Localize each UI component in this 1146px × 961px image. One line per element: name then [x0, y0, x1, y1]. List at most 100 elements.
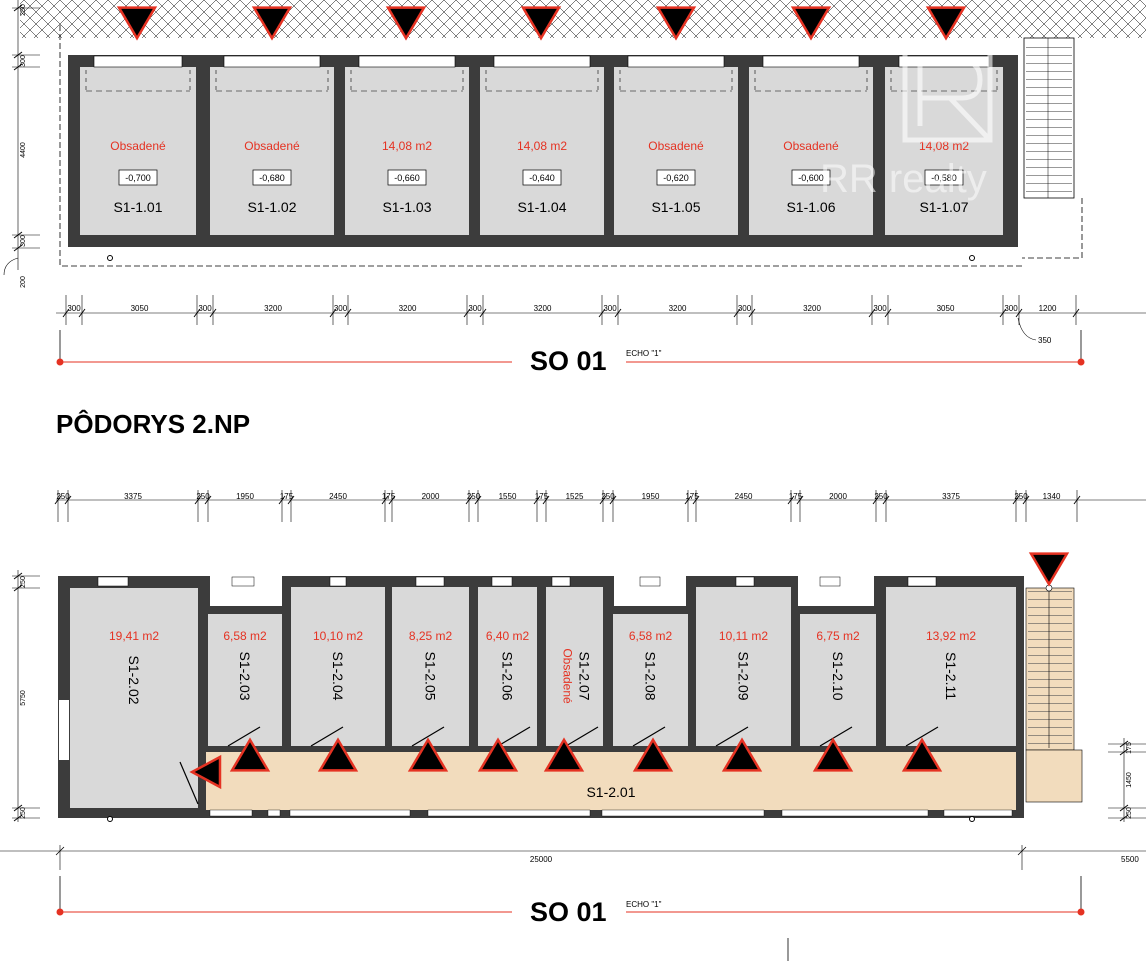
room-level-label: -0,580 [931, 173, 957, 183]
room-area-label: 6,40 m2 [486, 629, 530, 643]
level-box [656, 169, 696, 186]
dimension-label: 3050 [937, 304, 955, 313]
entrance-marker [812, 737, 854, 772]
entrance-marker [632, 737, 674, 772]
entrance-marker [790, 6, 832, 41]
door-swing [497, 726, 531, 747]
window [627, 55, 725, 68]
dimension-label: 250 [196, 492, 210, 501]
floor2-echo-label: ECHO "1" [626, 900, 662, 909]
dimension-label: 175 [535, 492, 549, 501]
dimension-label: 1340 [1043, 492, 1061, 501]
room-area-label: Obsadené [561, 648, 575, 704]
room-name-label: S1-1.01 [113, 199, 162, 215]
dimension-label: 1525 [566, 492, 584, 501]
room-name-label: S1-1.02 [247, 199, 296, 215]
floor1-rooms: Obsadené-0,700S1-1.01Obsadené-0,680S1-1.… [80, 6, 1003, 261]
entrance-marker [721, 737, 763, 772]
door-swing [632, 726, 666, 747]
room-area-label: 6,75 m2 [816, 629, 860, 643]
window [415, 576, 445, 587]
room-name-label: S1-1.05 [651, 199, 700, 215]
floor1-stairs [1023, 37, 1075, 199]
floor2-room: 10,10 m2 S1-2.04 [291, 587, 385, 747]
dimension-label: 300 [334, 304, 348, 313]
dimension-label: 250 [874, 492, 888, 501]
room-level-label: -0,640 [529, 173, 555, 183]
door-swing [411, 726, 445, 747]
dimension-label: 300 [1004, 304, 1018, 313]
room-area-label: 10,10 m2 [313, 629, 363, 643]
dimension-label: 300 [20, 235, 27, 247]
entrance-marker [317, 737, 359, 772]
room-name-label: S1-1.07 [919, 199, 968, 215]
room-name-label: S1-2.05 [423, 651, 439, 700]
foundation-outline [59, 25, 1083, 267]
dimension-label: 300 [738, 304, 752, 313]
room-name-label: S1-2.03 [237, 651, 253, 700]
entrance-marker [407, 737, 449, 772]
watermark-text: RR realty [820, 157, 987, 201]
entrance-marker [520, 6, 562, 41]
level-box [522, 169, 562, 186]
room-area-label: 6,58 m2 [223, 629, 267, 643]
dimension-label: 175 [685, 492, 699, 501]
dimension-label: 300 [468, 304, 482, 313]
drain-symbol [969, 255, 975, 261]
window [781, 809, 929, 817]
window [493, 55, 591, 68]
dimension-label: 3200 [534, 304, 552, 313]
entrance-marker [901, 737, 943, 772]
dimension-label: 1450 [1126, 772, 1133, 788]
dimension-label: 3200 [264, 304, 282, 313]
floor1-plan: Obsadené-0,700S1-1.01Obsadené-0,680S1-1.… [3, 0, 1146, 376]
floor2-title: PÔDORYS 2.NP [56, 409, 250, 439]
room-area-label: 6,58 m2 [629, 629, 673, 643]
room-level-label: -0,620 [663, 173, 689, 183]
entrance-marker [229, 737, 271, 772]
dimension-label: 250 [20, 576, 27, 588]
dimension-label: 250 [601, 492, 615, 501]
window [943, 809, 1013, 817]
room-area-label: 10,11 m2 [719, 629, 768, 643]
stair-width-label: 5500 [1121, 855, 1139, 864]
room-name-label: S1-2.04 [330, 651, 346, 700]
floor2-section-label: SO 01 [530, 897, 607, 927]
entrance-markers [189, 552, 1070, 790]
door-swing [565, 726, 599, 747]
dimension-label: 3375 [942, 492, 960, 501]
dimension-label: 300 [67, 304, 81, 313]
room-level-label: -0,700 [125, 173, 151, 183]
room-name-label: S1-1.04 [517, 199, 566, 215]
window [358, 55, 456, 68]
floor2-total-dimension: 25000 5500 [0, 845, 1146, 870]
entrance-marker [655, 6, 697, 41]
window [819, 576, 841, 587]
dimension-label: 250 [20, 4, 27, 16]
room-name-label: S1-1.06 [786, 199, 835, 215]
dimension-label: 250 [467, 492, 481, 501]
window [735, 576, 755, 587]
window [907, 576, 937, 587]
dimension-label: 1950 [642, 492, 660, 501]
watermark-logo [902, 45, 993, 143]
dimension-label: 3200 [803, 304, 821, 313]
dimension-label: 3050 [131, 304, 149, 313]
dimension-label: 300 [198, 304, 212, 313]
window [427, 809, 591, 817]
dimension-label: 2000 [422, 492, 440, 501]
window [93, 55, 183, 68]
window [209, 809, 253, 817]
entrance-marker [189, 754, 222, 790]
